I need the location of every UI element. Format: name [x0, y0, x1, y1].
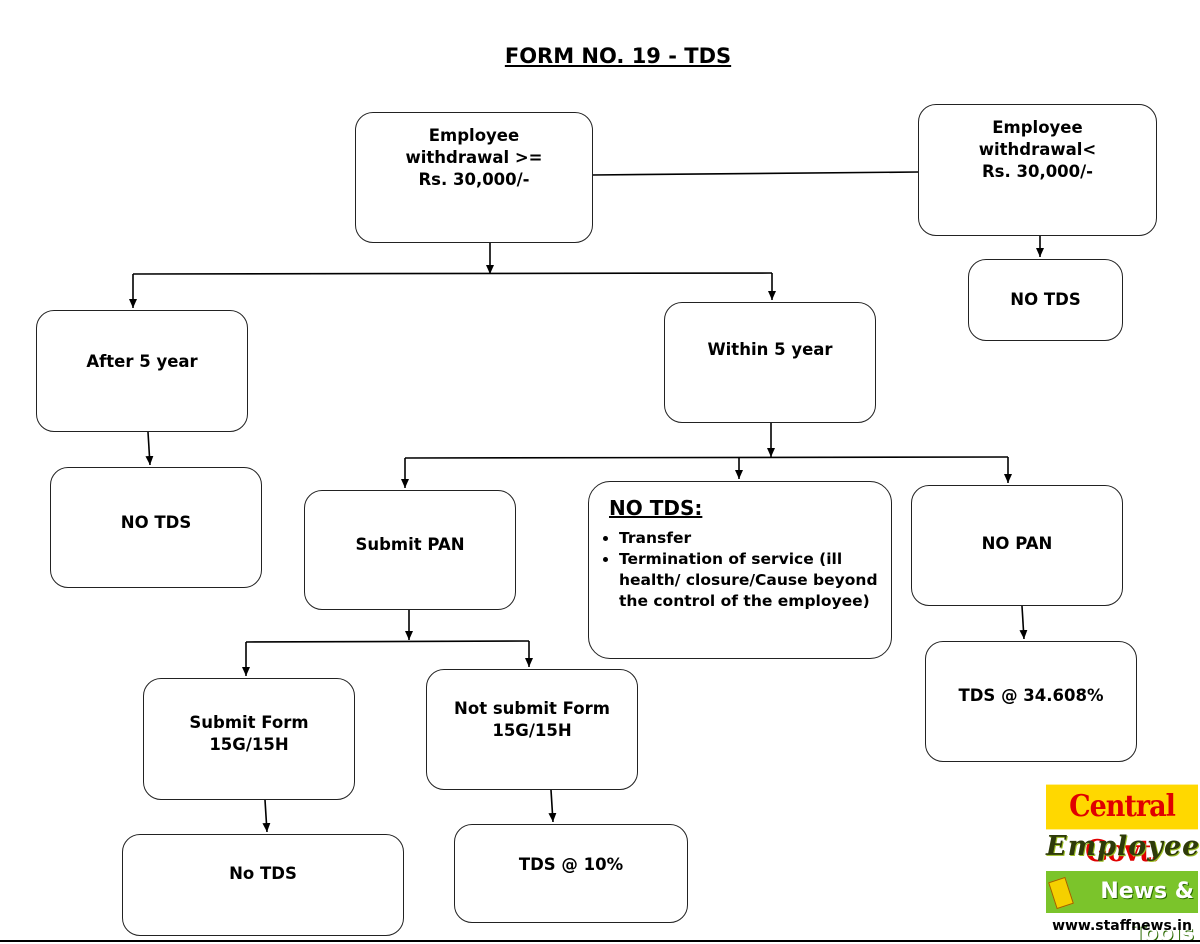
node-not-submit-form: Not submit Form 15G/15H [426, 669, 638, 790]
split-line-pan [245, 640, 530, 643]
logo-line-1: Central Govt. [1046, 784, 1198, 869]
note-list: Transfer Termination of service (ill hea… [601, 528, 889, 612]
node-submit-pan: Submit PAN [304, 490, 516, 610]
node-within-5-year: Within 5 year [664, 302, 876, 423]
arrow-form-tds10 [548, 789, 557, 823]
logo-url: www.staffnews.in [1052, 918, 1192, 934]
arrow-form-notds [262, 799, 271, 833]
page-title: FORM NO. 19 - TDS [504, 44, 732, 68]
split-line-high [132, 272, 773, 275]
link-high-low [591, 171, 919, 176]
node-tds-10: TDS @ 10% [454, 824, 688, 923]
node-no-tds-low: NO TDS [968, 259, 1123, 341]
node-withdrawal-high: Employee withdrawal >= Rs. 30,000/- [355, 112, 593, 243]
logo-line-2: EmployeeS [1046, 831, 1200, 862]
node-submit-form: Submit Form 15G/15H [143, 678, 355, 800]
node-no-pan: NO PAN [911, 485, 1123, 606]
note-item-termination: Termination of service (ill health/ clos… [619, 549, 889, 612]
logo-line-3: News & Tools [1046, 871, 1198, 944]
node-tds-34: TDS @ 34.608% [925, 641, 1137, 762]
split-line-within5 [404, 456, 1009, 459]
staffnews-logo: Central Govt. EmployeeS News & Tools www… [1046, 784, 1200, 944]
note-item-transfer: Transfer [619, 528, 889, 549]
node-no-tds-note: NO TDS: Transfer Termination of service … [588, 481, 892, 659]
note-heading: NO TDS: [609, 496, 703, 520]
bottom-rule [0, 940, 1200, 942]
node-no-tds-after: NO TDS [50, 467, 262, 588]
node-withdrawal-low: Employee withdrawal< Rs. 30,000/- [918, 104, 1157, 236]
node-after-5-year: After 5 year [36, 310, 248, 432]
node-no-tds-form: No TDS [122, 834, 404, 936]
arrow-after5-notds [145, 431, 154, 466]
arrow-nopan-tds [1019, 605, 1028, 640]
